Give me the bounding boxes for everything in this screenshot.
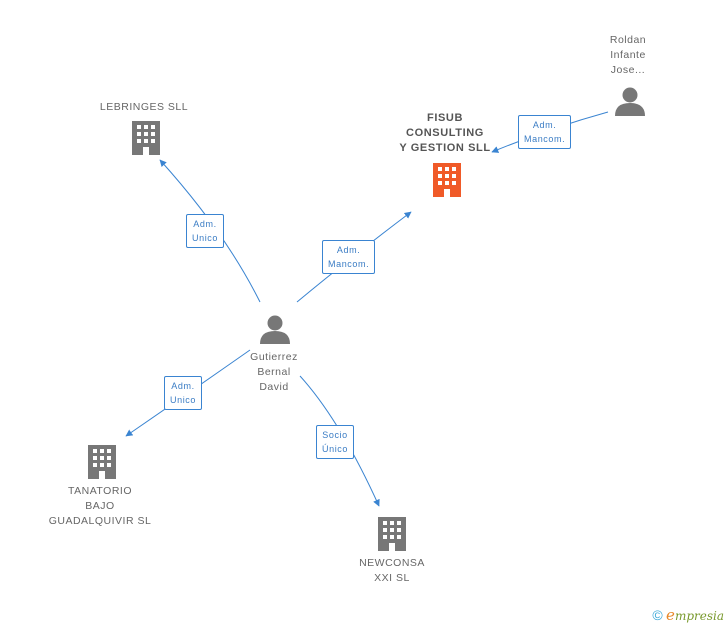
- building-icon[interactable]: [431, 162, 463, 198]
- empresia-logo[interactable]: © empresia: [652, 606, 724, 624]
- edge-label-gutierrez-lebringes: Adm. Unico: [186, 214, 225, 248]
- brand-initial: e: [666, 606, 675, 624]
- node-label-newconsa: NEWCONSA XXI SL: [359, 557, 425, 584]
- node-label-lebringes: LEBRINGES SLL: [99, 101, 189, 113]
- person-icon[interactable]: [259, 314, 291, 344]
- building-icon[interactable]: [131, 120, 161, 156]
- node-label-fisub: FISUB CONSULTING Y GESTION SLL: [399, 112, 491, 154]
- building-icon[interactable]: [87, 444, 117, 480]
- edge-label-gutierrez-newconsa: Socio Único: [316, 425, 355, 459]
- node-label-gutierrez: Gutierrez Bernal David: [250, 351, 298, 393]
- copyright-icon: ©: [652, 607, 663, 623]
- edge-label-gutierrez-tanatorio: Adm. Unico: [164, 376, 203, 410]
- node-label-roldan: Roldan Infante Jose...: [609, 34, 647, 76]
- building-icon[interactable]: [377, 516, 407, 552]
- node-label-tanatorio: TANATORIO BAJO GUADALQUIVIR SL: [48, 485, 152, 527]
- edge-label-roldan-fisub: Adm. Mancom.: [518, 115, 572, 149]
- brand-name: mpresia: [674, 609, 724, 623]
- edge-label-gutierrez-fisub: Adm. Mancom.: [322, 240, 376, 274]
- person-icon[interactable]: [614, 86, 646, 116]
